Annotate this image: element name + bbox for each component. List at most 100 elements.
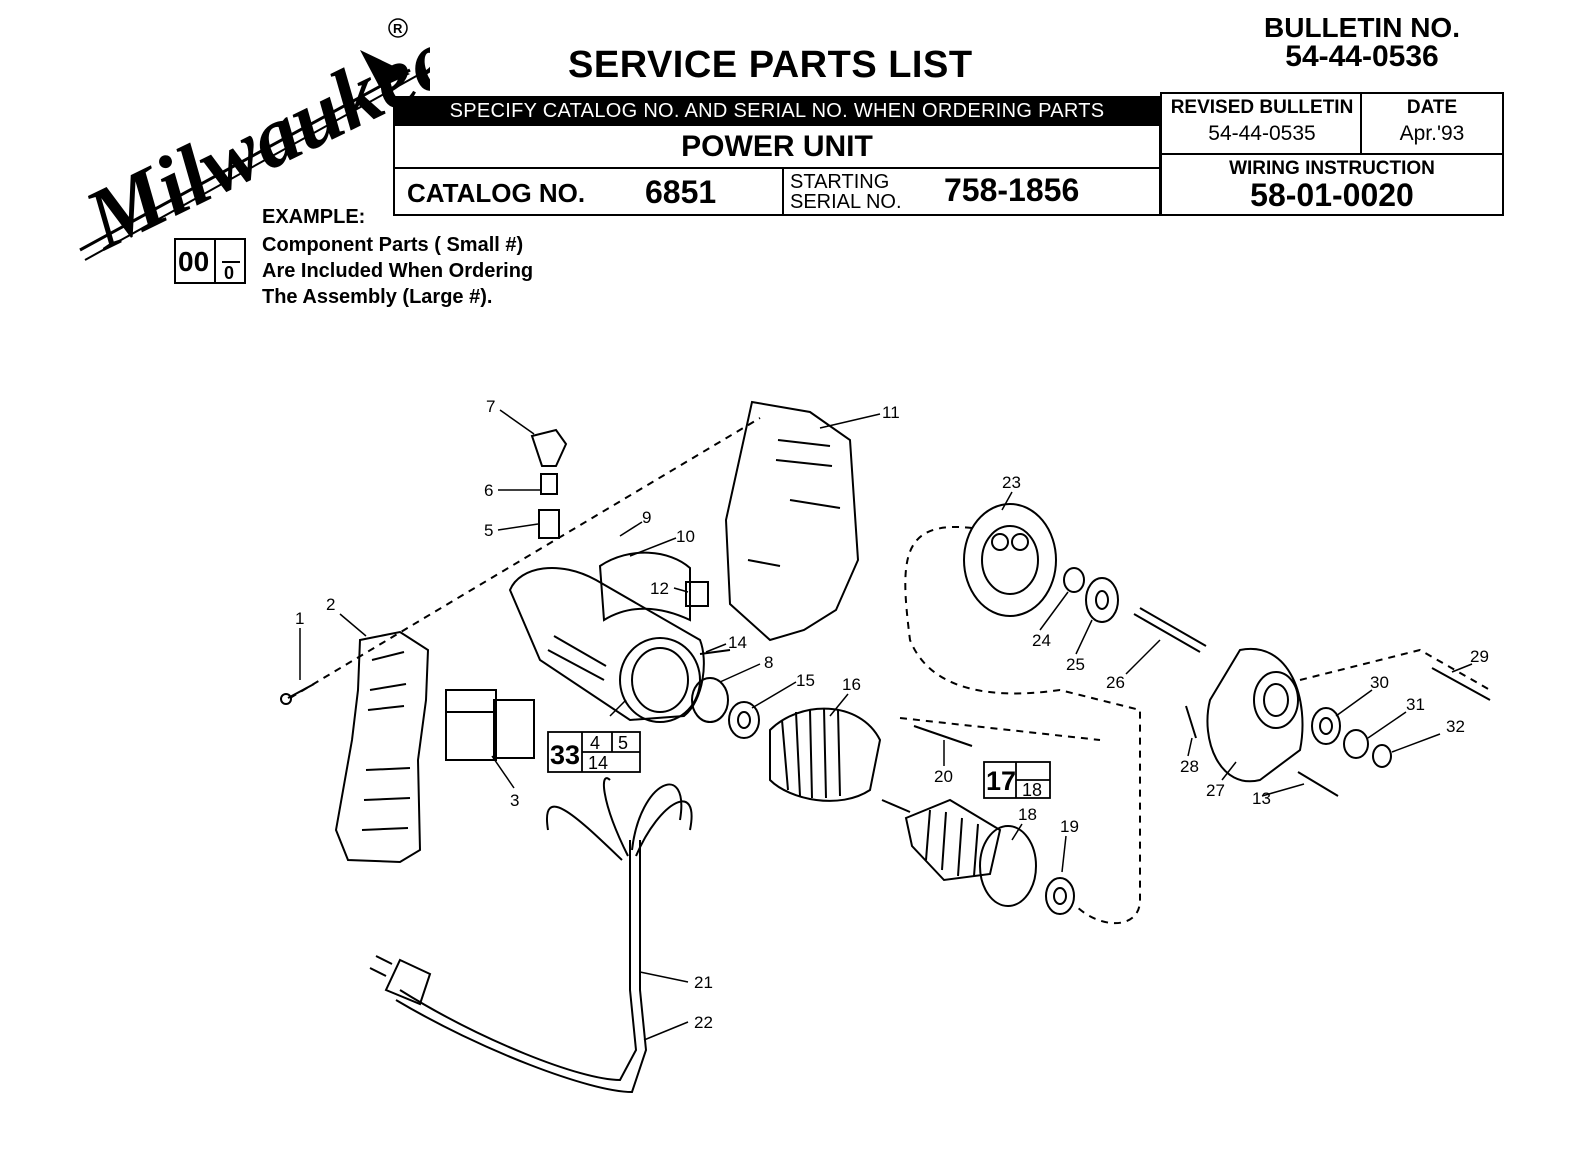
callout-5: 5 (484, 521, 493, 540)
part-switch-3 (445, 689, 535, 761)
part-motor-housing-11 (724, 400, 860, 642)
callout-2: 2 (326, 595, 335, 614)
svg-text:R: R (393, 21, 403, 36)
divider (1360, 92, 1362, 154)
callout-25: 25 (1066, 655, 1085, 674)
assembly-33-number: 33 (550, 740, 580, 770)
part-ring-31 (1343, 729, 1369, 759)
callout-30: 30 (1370, 673, 1389, 692)
part-gear-25 (1085, 577, 1119, 623)
callout-8: 8 (764, 653, 773, 672)
callout-7: 7 (486, 397, 495, 416)
serial-number: 758-1856 (944, 172, 1080, 208)
example-text-line: Component Parts ( Small #) (262, 234, 524, 256)
part-armature-17 (881, 798, 1002, 882)
callout-18: 18 (1018, 805, 1037, 824)
callout-28: 28 (1180, 757, 1199, 776)
specify-banner: SPECIFY CATALOG NO. AND SERIAL NO. WHEN … (393, 96, 1161, 126)
callout-14: 14 (728, 633, 747, 652)
part-screw-1 (280, 683, 315, 705)
part-bearing-30 (1311, 707, 1341, 745)
callout-32: 32 (1446, 717, 1465, 736)
bulletin-number: 54-44-0536 (1285, 40, 1439, 73)
callout-10: 10 (676, 527, 695, 546)
callout-13: 13 (1252, 789, 1271, 808)
part-bearing-19 (1045, 877, 1075, 915)
callout-16: 16 (842, 675, 861, 694)
callout-11: 11 (882, 403, 900, 422)
part-bearing-24 (1063, 567, 1085, 593)
callout-19: 19 (1060, 817, 1079, 836)
part-spindle-26 (1133, 607, 1207, 653)
catalog-number: 6851 (645, 174, 717, 210)
assembly-33-part-5: 5 (618, 733, 628, 753)
wiring-instruction-number: 58-01-0020 (1250, 177, 1414, 213)
alignment-line-gearcase (904, 526, 1141, 925)
part-bearing-15 (728, 701, 760, 739)
divider (214, 238, 216, 284)
part-field-16 (769, 707, 882, 802)
part-wires (545, 777, 693, 861)
callout-1: 1 (295, 609, 304, 628)
part-handle-2 (334, 630, 430, 864)
part-wire-14 (699, 649, 731, 655)
example-small-number: 0 (224, 263, 235, 283)
part-washer-32 (1372, 744, 1392, 768)
alignment-line-rear (1299, 648, 1491, 691)
bulletin-label: BULLETIN NO. (1264, 12, 1460, 43)
part-brush-cap-7 (530, 428, 568, 467)
wiring-instruction-label: WIRING INSTRUCTION (1229, 158, 1435, 179)
callout-6: 6 (484, 481, 493, 500)
example-box (174, 238, 246, 284)
callout-9: 9 (642, 508, 651, 527)
divider (1160, 153, 1504, 155)
part-gear-plate-23 (963, 503, 1057, 617)
callout-21: 21 (694, 973, 713, 992)
date-value: Apr.'93 (1399, 122, 1465, 145)
part-bearing-8 (691, 677, 729, 723)
callout-29: 29 (1470, 647, 1489, 666)
revised-bulletin-label: REVISED BULLETIN (1170, 97, 1354, 118)
example-large-number: 00 (178, 246, 210, 277)
part-baffle-10 (598, 551, 691, 622)
part-terminal-12 (685, 581, 709, 607)
part-brush-holder-5 (538, 509, 560, 539)
part-fan-18 (979, 825, 1037, 907)
starting-serial-label: STARTING SERIAL NO. (790, 171, 902, 213)
example-label: EXAMPLE: (262, 206, 366, 228)
callout-15: 15 (796, 671, 815, 690)
callout-20: 20 (934, 767, 953, 786)
alignment-line-armature (899, 717, 1101, 741)
callout-23: 23 (1002, 473, 1021, 492)
assembly-17-part-18: 18 (1022, 780, 1042, 800)
callout-12: 12 (650, 579, 669, 598)
callout-22: 22 (694, 1013, 713, 1032)
callout-31: 31 (1406, 695, 1425, 714)
part-pin-28 (1185, 705, 1197, 739)
milwaukee-logo: Milwaukee R (69, 10, 430, 268)
brand-wordmark: Milwaukee (69, 10, 430, 268)
assembly-33-part-4: 4 (590, 733, 600, 753)
example-text-line: The Assembly (Large #). (262, 286, 493, 308)
part-screw-13 (1297, 771, 1339, 797)
divider (782, 168, 784, 216)
callout-3: 3 (510, 791, 519, 810)
unit-name: POWER UNIT (681, 130, 873, 163)
divider (222, 261, 240, 263)
assembly-17-number: 17 (986, 766, 1016, 796)
date-label: DATE (1406, 97, 1458, 118)
part-screw-20 (913, 725, 973, 747)
part-screw-29 (1431, 667, 1491, 701)
revised-bulletin-number: 54-44-0535 (1208, 122, 1316, 145)
divider (393, 167, 1161, 169)
part-brush-6 (540, 473, 558, 495)
page-title: SERVICE PARTS LIST (568, 44, 973, 86)
assembly-33-part-14: 14 (588, 753, 608, 773)
callout-27: 27 (1206, 781, 1225, 800)
catalog-label: CATALOG NO. (407, 178, 586, 208)
callout-24: 24 (1032, 631, 1051, 650)
example-text-line: Are Included When Ordering (262, 260, 534, 282)
callout-26: 26 (1106, 673, 1125, 692)
part-field-housing-33 (508, 567, 705, 723)
